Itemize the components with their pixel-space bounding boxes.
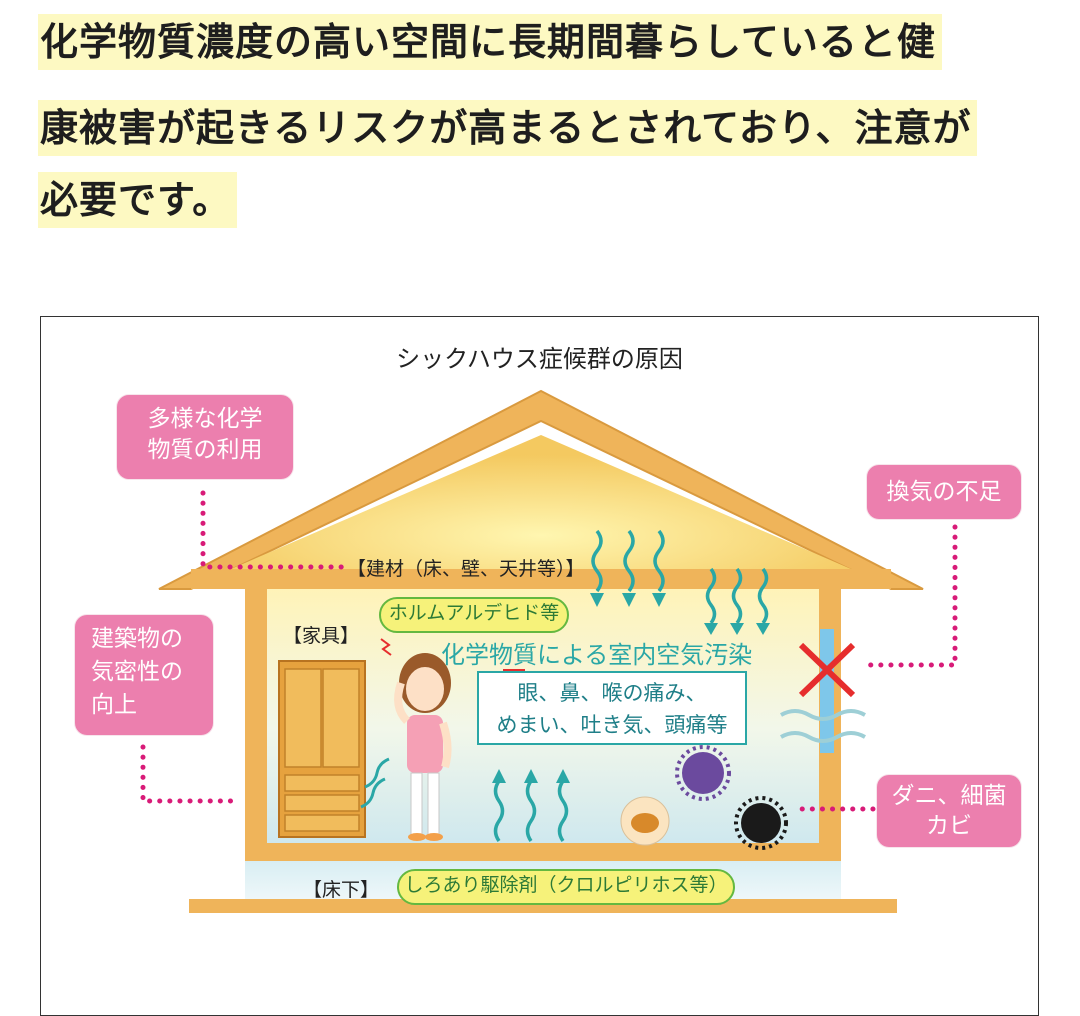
pill-formaldehyde: ホルムアルデヒド等 <box>379 597 569 633</box>
germ-black <box>734 796 788 850</box>
floor-wavy-arrows <box>493 779 569 843</box>
cause-airtight-line-3: 向上 <box>91 692 137 718</box>
symptoms-line-2: めまい、吐き気、頭痛等 <box>496 713 728 737</box>
furniture-arrows <box>360 757 390 809</box>
ceiling-beam <box>191 569 891 589</box>
cause-mites-line-2: カビ <box>926 813 972 839</box>
floor-beam <box>245 843 841 861</box>
connector-lines <box>140 490 958 812</box>
symptoms-box: 眼、鼻、喉の痛み、 めまい、吐き気、頭痛等 <box>477 671 747 745</box>
symptoms-line-1: 眼、鼻、喉の痛み、 <box>517 681 707 705</box>
cause-mites-line-1: ダニ、細菌 <box>891 783 1007 809</box>
woman-figure <box>380 638 452 841</box>
cause-airtight-line-1: 建築物の <box>91 626 183 652</box>
cause-chemicals-line-2: 物質の利用 <box>147 437 263 463</box>
ventilation-x <box>798 642 856 698</box>
floor-arrow-heads <box>492 769 570 783</box>
sick-house-diagram: シックハウス症候群の原因 多様な化学 物質の利用 換気の不足 建築物の 気密性の… <box>40 316 1039 1016</box>
cause-ventilation: 換気の不足 <box>867 465 1021 519</box>
cause-chemicals-line-1: 多様な化学 <box>147 406 263 432</box>
intro-line-3: 必要です。 <box>38 172 238 228</box>
label-materials: 【建材（床、壁、天井等）】 <box>347 558 585 580</box>
cause-mites: ダニ、細菌 カビ <box>877 775 1021 847</box>
intro-line-1: 化学物質濃度の高い空間に長期間暮らしていると健 <box>38 14 942 70</box>
cause-airtight-line-2: 気密性の <box>91 659 183 685</box>
cause-airtight: 建築物の 気密性の 向上 <box>75 615 213 735</box>
ceiling-wavy-arrows <box>591 529 769 625</box>
airflow-arrows <box>780 709 866 743</box>
pollution-label: 化学物質による室内空気汚染 <box>441 641 753 669</box>
germ-purple <box>675 745 731 801</box>
attic <box>231 435 851 569</box>
intro-line-2: 康被害が起きるリスクが高まるとされており、注意が <box>38 100 978 156</box>
pill-termite: しろあり駆除剤（クロルピリホス等） <box>397 869 735 905</box>
label-underfloor: 【床下】 <box>303 879 380 901</box>
ceiling-arrow-heads <box>590 593 770 635</box>
cause-chemicals: 多様な化学 物質の利用 <box>117 395 293 479</box>
window-gap <box>820 629 834 753</box>
wardrobe <box>278 660 366 838</box>
label-furniture: 【家具】 <box>283 625 360 647</box>
left-wall <box>245 589 267 899</box>
diagram-title: シックハウス症候群の原因 <box>396 345 683 373</box>
dust-mite <box>620 796 670 846</box>
